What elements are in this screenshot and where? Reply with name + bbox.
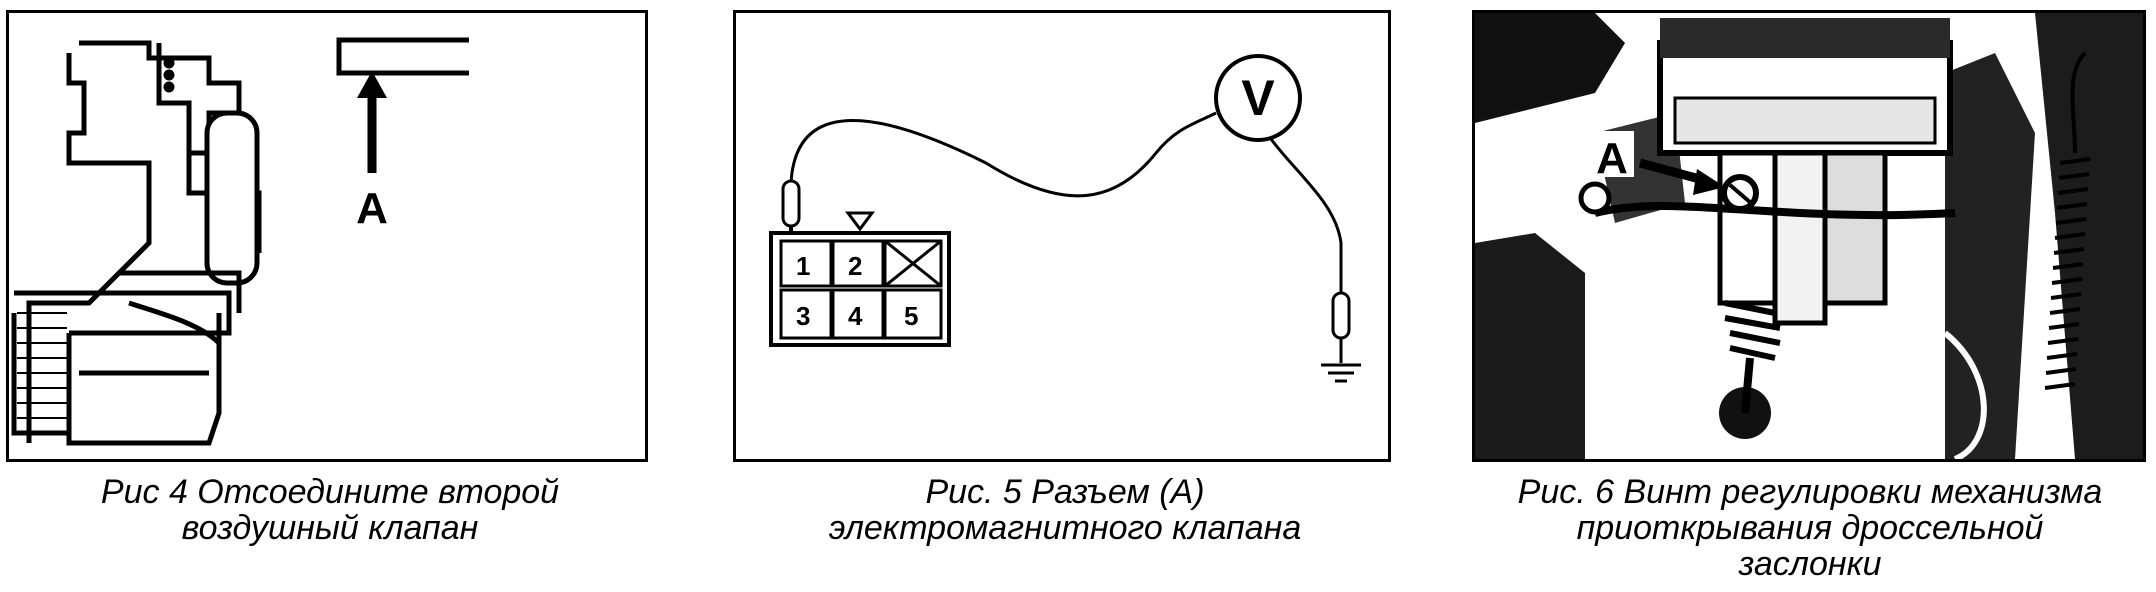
figure-5-illustration: 1 2 3 4 5 V — [769, 54, 1361, 383]
callout-label: A — [1596, 134, 1628, 183]
hose-end-drawing — [336, 37, 469, 76]
ground-probe-icon — [1331, 291, 1351, 363]
linkage-spring — [1724, 300, 1781, 361]
pin-4-label: 4 — [848, 301, 863, 331]
ground-symbol-icon — [1321, 363, 1361, 383]
figure-5-caption: Рис. 5 Разъем (А) электромагнитного клап… — [720, 474, 1410, 546]
figure-6-photo: A — [1475, 13, 2143, 459]
figure-4-caption: Рис 4 Отсоедините второй воздушный клапа… — [0, 474, 660, 546]
caption-line: Рис. 5 Разъем (А) — [925, 473, 1205, 511]
test-lead-wire — [789, 111, 1217, 198]
thread-hatching — [17, 312, 67, 419]
figure-6-panel: A — [1472, 10, 2146, 462]
arrow-icon — [357, 71, 387, 173]
caption-line: Рис. 6 Винт регулировки механизма — [1517, 473, 2103, 511]
arrow-icon — [1638, 158, 1725, 195]
figure-4-illustration: A — [11, 37, 469, 446]
ground-lead-wire — [1269, 138, 1343, 293]
second-air-valve-drawing — [11, 40, 262, 446]
meter-label: V — [1241, 70, 1275, 126]
key-triangle-icon — [845, 211, 875, 232]
return-spring — [2044, 51, 2091, 390]
voltmeter-icon: V — [1214, 54, 1302, 142]
callout-label: A — [356, 184, 388, 233]
connector-block: 1 2 3 4 5 — [769, 211, 951, 347]
figure-4-panel: A — [6, 10, 648, 462]
caption-line: воздушный клапан — [181, 509, 479, 547]
pin-2-label: 2 — [848, 251, 862, 281]
figure-5-panel: 1 2 3 4 5 V — [733, 10, 1391, 462]
caption-line: заслонки — [1738, 545, 1882, 583]
pin-1-label: 1 — [796, 251, 810, 281]
caption-line: приоткрывания дроссельной — [1576, 509, 2044, 547]
pin-5-label: 5 — [904, 301, 918, 331]
caption-line: электромагнитного клапана — [828, 509, 1302, 547]
figure-6-caption: Рис. 6 Винт регулировки механизма приотк… — [1460, 474, 2156, 582]
pin-3-label: 3 — [796, 301, 810, 331]
caption-line: Рис 4 Отсоедините второй — [100, 473, 560, 511]
